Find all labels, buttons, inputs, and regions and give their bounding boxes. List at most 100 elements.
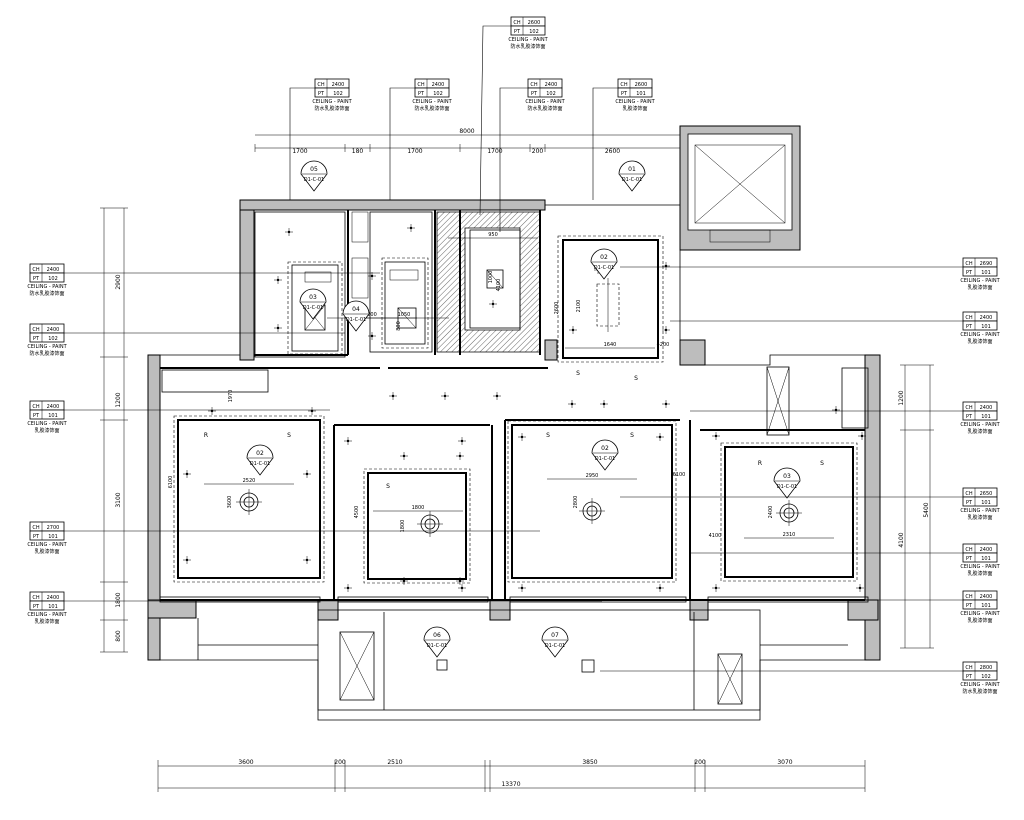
downlight-icon — [276, 278, 280, 282]
tag-caption-cn: 防水乳胶漆饰面 — [962, 688, 997, 695]
tag-row-pt — [962, 320, 998, 331]
section-mark-bubble — [300, 160, 328, 192]
tag-paint-code: 102 — [433, 91, 443, 97]
downlight-icon — [346, 439, 350, 443]
section-mark-bubble — [423, 626, 451, 658]
tag-caption-cn: 乳胶漆饰面 — [967, 338, 992, 345]
tag-pt-label: PT — [966, 603, 973, 609]
tag-caption-en: CEILING - PAINT — [27, 612, 67, 618]
downlight-icon — [460, 439, 464, 443]
tag-paint-code: 101 — [48, 604, 58, 610]
tag-caption-cn: 乳胶漆饰面 — [34, 427, 59, 434]
bottom-dim-label: 2510 — [387, 759, 402, 766]
tag-caption-cn: 乳胶漆饰面 — [967, 570, 992, 577]
tag-ch-label: CH — [32, 525, 39, 531]
supply-air-label: S — [287, 432, 291, 439]
downlight-icon — [402, 454, 406, 458]
tag-height-value: 2400 — [980, 315, 993, 321]
tag-height-value: 2400 — [47, 404, 60, 410]
tag-paint-code: 101 — [981, 603, 991, 609]
tag-pt-label: PT — [621, 91, 628, 97]
return-air-label: R — [758, 460, 762, 467]
section-mark-number: 03 — [309, 294, 317, 301]
section-mark-number: 02 — [256, 450, 264, 457]
tag-leader — [479, 25, 511, 216]
bottom-dim-label: 200 — [694, 759, 706, 766]
downlight-icon — [276, 326, 280, 330]
downlight-icon — [860, 434, 864, 438]
tag-caption-en: CEILING - PAINT — [615, 99, 655, 105]
tag-pt-label: PT — [966, 414, 973, 420]
tag-paint-code: 101 — [981, 500, 991, 506]
downlight-icon — [305, 472, 309, 476]
downlight-icon — [602, 402, 606, 406]
downlight-icon — [458, 454, 462, 458]
downlight-icon — [491, 302, 495, 306]
right-dim-label: 1200 — [898, 390, 905, 405]
wardrobe-strips — [159, 366, 869, 603]
downlight-icon — [520, 586, 524, 590]
tag-caption-cn: 乳胶漆饰面 — [967, 284, 992, 291]
tag-ch-label: CH — [530, 82, 537, 88]
section-mark-reference: D1-C-01 — [346, 317, 367, 323]
section-mark-bubble — [591, 439, 619, 471]
tag-pt-label: PT — [33, 534, 40, 540]
tag-pt-label: PT — [418, 91, 425, 97]
tag-caption-cn: 乳胶漆饰面 — [34, 548, 59, 555]
left-dim-label: 1800 — [115, 592, 122, 607]
room-width-label: 1800 — [412, 505, 425, 511]
room-height-label: 2800 — [573, 496, 579, 509]
tag-caption-cn: 乳胶漆饰面 — [967, 514, 992, 521]
room-height-label: 2100 — [576, 300, 582, 313]
tag-height-value: 2400 — [47, 267, 60, 273]
downlight-icon — [714, 434, 718, 438]
room-height-label: 800 — [396, 321, 402, 331]
section-mark-bubble — [299, 288, 327, 320]
downlight-icon — [658, 586, 662, 590]
tag-caption-en: CEILING - PAINT — [27, 421, 67, 427]
section-mark-reference: D1-C-01 — [595, 456, 616, 462]
tag-paint-code: 102 — [48, 336, 58, 342]
tag-paint-code: 101 — [981, 324, 991, 330]
tag-caption-en: CEILING - PAINT — [27, 344, 67, 350]
tag-height-value: 2800 — [980, 665, 993, 671]
return-air-label: R — [204, 432, 208, 439]
tag-height-value: 2690 — [980, 261, 993, 267]
tag-caption-en: CEILING - PAINT — [525, 99, 565, 105]
tag-row-pt — [29, 530, 65, 541]
room-width-label: 2310 — [783, 532, 796, 538]
section-mark-number: 05 — [310, 166, 318, 173]
tag-row-pt — [962, 410, 998, 421]
bottom-dim-label: 3600 — [238, 759, 253, 766]
tag-row-pt — [962, 266, 998, 277]
tag-ch-label: CH — [965, 491, 972, 497]
tag-pt-label: PT — [318, 91, 325, 97]
small-dim-label: 6100 — [168, 476, 174, 489]
tag-paint-code: 101 — [981, 270, 991, 276]
tag-paint-code: 101 — [981, 556, 991, 562]
tag-height-value: 2400 — [980, 594, 993, 600]
section-mark-number: 04 — [352, 306, 360, 313]
section-mark-bubble — [246, 444, 274, 476]
section-mark-reference: D1-C-01 — [545, 643, 566, 649]
tag-pt-label: PT — [531, 91, 538, 97]
downlight-icon — [570, 402, 574, 406]
tag-leader — [592, 87, 618, 200]
bottom-dim-label: 3850 — [582, 759, 597, 766]
tag-row-pt — [29, 600, 65, 611]
